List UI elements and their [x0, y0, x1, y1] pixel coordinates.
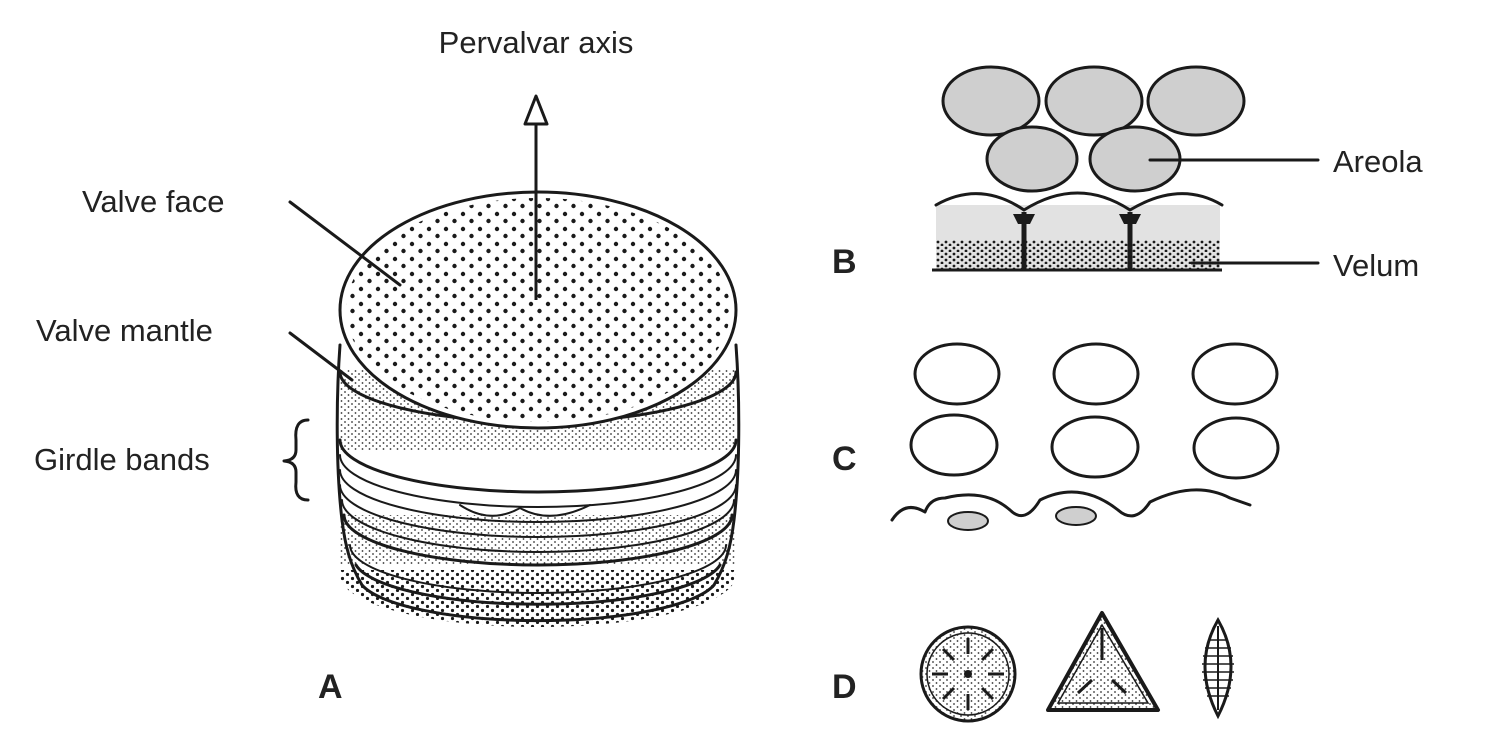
girdle-bands-label: Girdle bands — [34, 442, 210, 477]
areola-cross-section — [932, 65, 1246, 272]
circular-valve — [919, 625, 1017, 723]
valve-face-label: Valve face — [82, 184, 224, 219]
valve-face-leader — [288, 200, 402, 287]
loculate-areolae — [890, 342, 1280, 531]
girdle-bands-brace — [282, 418, 310, 502]
areola-label: Areola — [1333, 144, 1423, 179]
frustule-drawing — [335, 94, 741, 627]
panel-label-b: B — [832, 243, 857, 281]
lanceolate-valve — [1202, 616, 1234, 720]
panel-label-c: C — [832, 440, 857, 478]
triangular-valve — [1046, 611, 1160, 712]
panel-label-d: D — [832, 668, 857, 706]
valve-mantle-label: Valve mantle — [36, 313, 213, 348]
pervalvar-axis-label: Pervalvar axis — [439, 25, 634, 60]
velum-label: Velum — [1333, 248, 1419, 283]
panel-label-a: A — [318, 668, 343, 706]
valve-mantle-leader — [288, 331, 354, 382]
valve-shapes — [919, 611, 1234, 723]
